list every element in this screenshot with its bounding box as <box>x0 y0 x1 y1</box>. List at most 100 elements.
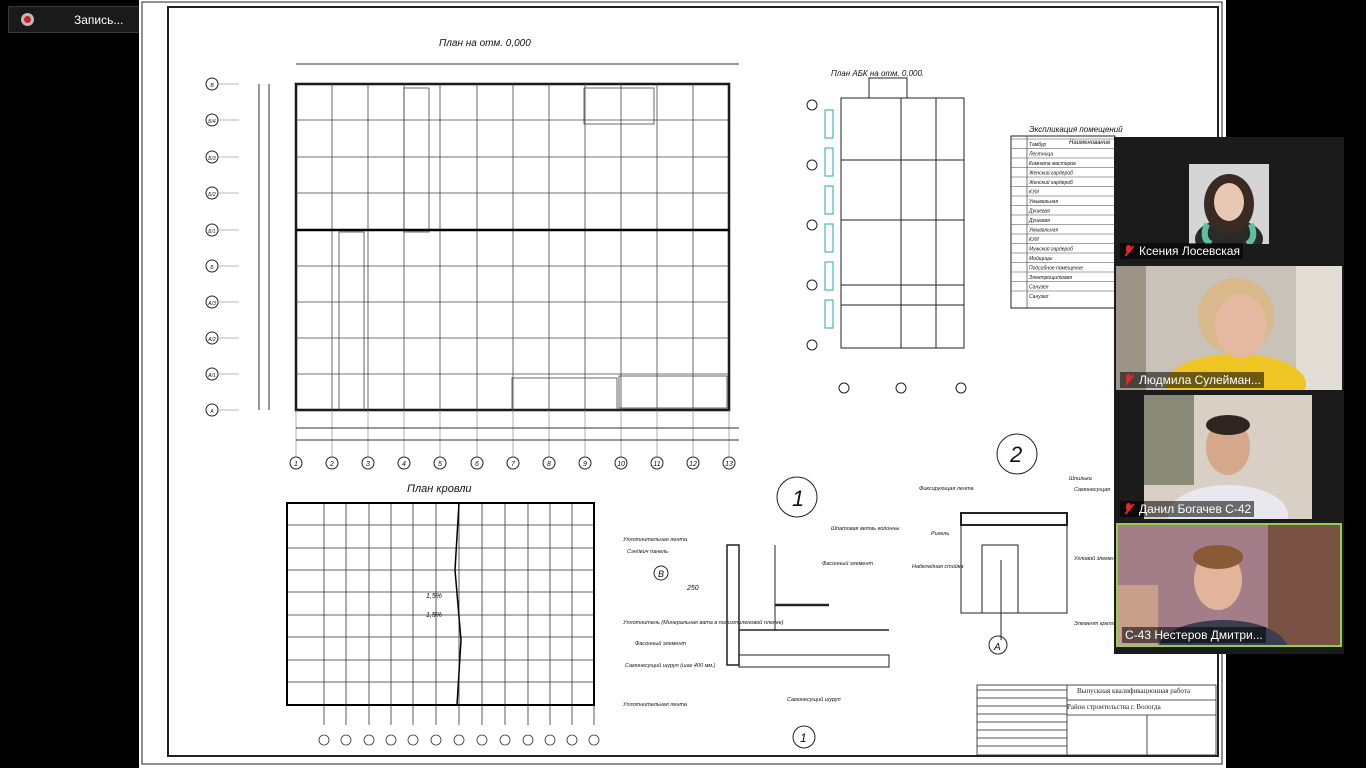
window <box>824 147 834 177</box>
stamp-subtitle: Район строительства г. Вологда <box>1067 703 1162 711</box>
avatar <box>1189 164 1269 259</box>
axis-bubble <box>806 339 818 351</box>
mic-muted-icon <box>1123 245 1134 257</box>
explication-room: Мужской гардероб <box>1029 246 1073 253</box>
room <box>618 375 728 409</box>
axis-number: 11 <box>653 461 660 468</box>
window <box>824 185 834 215</box>
mic-muted-icon <box>1123 503 1134 515</box>
axis-bubble <box>955 382 967 394</box>
detail2-label: Фиксирующая лента <box>919 486 974 492</box>
stair <box>403 87 430 233</box>
ridge <box>454 502 462 706</box>
callout-circle <box>996 433 1038 475</box>
axis-letter: Б/2 <box>208 192 216 198</box>
axis-bubble <box>806 159 818 171</box>
roof-outline <box>286 502 595 706</box>
explication-room: Тамбур <box>1029 142 1046 148</box>
callout-circle <box>988 635 1008 655</box>
roof-title: План кровли <box>407 483 472 495</box>
callout-circle <box>653 565 669 581</box>
detail1-label: Сэндвич панель <box>627 549 668 555</box>
explication-room: Электрощитовая <box>1029 275 1072 281</box>
axis-number: 13 <box>725 461 733 468</box>
axis-number: 8 <box>547 461 551 468</box>
participant-gallery: Ксения Лосевская Людмила Сулейман... <box>1114 137 1344 654</box>
explication-room: Санузел <box>1029 294 1049 300</box>
recording-label: Запись... <box>74 12 124 27</box>
window <box>824 299 834 329</box>
detail2-label: Надкладная стойка <box>912 563 963 570</box>
explication-room: Лестница <box>1028 152 1053 158</box>
axis-letter: В <box>210 83 214 89</box>
window <box>824 261 834 291</box>
axis-letter: Б/1 <box>208 229 216 235</box>
participant-tile-1[interactable]: Ксения Лосевская <box>1116 137 1342 261</box>
stair <box>338 231 365 411</box>
explication-room: КУИ <box>1029 190 1039 196</box>
explication-room: Душевая <box>1028 218 1050 224</box>
explication-room: Комната мастеров <box>1029 161 1076 167</box>
axis-number: 10 <box>617 461 625 468</box>
participant-tile-4[interactable]: С-43 Нестеров Дмитри... <box>1116 523 1342 647</box>
axis-letter: А/3 <box>207 301 216 307</box>
mic-muted-icon <box>1123 374 1134 386</box>
explication-room: Женский гардероб <box>1028 170 1073 177</box>
explication-header: Наименование <box>1069 140 1111 146</box>
axis-bubble <box>407 734 419 746</box>
record-icon <box>21 13 34 26</box>
participant-name: Данил Богачев С-42 <box>1139 502 1252 516</box>
participant-tile-2[interactable]: Людмила Сулейман... <box>1116 266 1342 390</box>
detail1-label: Уплотнительная лента <box>622 537 687 543</box>
axis-bubble <box>895 382 907 394</box>
callout-b: В <box>658 569 664 579</box>
axis-bubble <box>318 734 330 746</box>
axis-number: 2 <box>329 461 334 468</box>
participant-name: Ксения Лосевская <box>1139 244 1240 258</box>
callout-2: 2 <box>1009 442 1022 467</box>
explication-room: Душевая <box>1028 209 1050 215</box>
participant-video <box>1116 266 1342 390</box>
axis-number: 9 <box>583 461 587 468</box>
detail1-label: Уплотнитель (Минеральная вата в полиэтил… <box>622 619 784 626</box>
axis-bubble <box>566 734 578 746</box>
abk-outline <box>840 97 965 349</box>
axis-bubble <box>385 734 397 746</box>
window <box>824 109 834 139</box>
callout-1-bottom: 1 <box>800 731 807 745</box>
participant-name-bar: С-43 Нестеров Дмитри... <box>1122 627 1266 643</box>
participant-tile-3[interactable]: Данил Богачев С-42 <box>1116 395 1342 519</box>
participant-name-bar: Ксения Лосевская <box>1120 243 1243 259</box>
room <box>511 377 618 411</box>
window <box>824 223 834 253</box>
callout-a: А <box>993 642 1001 653</box>
axis-bubble <box>544 734 556 746</box>
axis-bubble <box>453 734 465 746</box>
detail2-label: Элемент крепления <box>1074 621 1127 627</box>
axis-number: 6 <box>475 461 479 468</box>
axis-bubble <box>838 382 850 394</box>
axis-letter: А <box>209 409 214 415</box>
detail1-label: Уплотнительная лента <box>622 702 687 708</box>
callout-circle <box>776 476 818 518</box>
detail1-label: Фасонный элемент <box>635 640 686 647</box>
explication-room: Санузел <box>1029 285 1049 291</box>
axis-number: 5 <box>438 461 442 468</box>
callout-circle <box>792 725 816 749</box>
floor-slab <box>738 654 890 668</box>
explication-room: Подсобное помещение <box>1029 266 1083 272</box>
detail2-label: Самонесущая <box>1074 487 1110 493</box>
axis-number: 7 <box>511 461 516 468</box>
detail1-label: Самонесущий шуруп <box>787 696 841 703</box>
slope-1: 1,5% <box>426 593 442 600</box>
detail1-label: Шпатовая ветвь колонны <box>831 526 899 532</box>
axis-bubble <box>806 99 818 111</box>
explication-room: Мойщицы <box>1029 255 1053 262</box>
explication-room: Женский гардероб <box>1028 179 1073 186</box>
participant-name: С-43 Нестеров Дмитри... <box>1125 628 1263 642</box>
axis-letter: А/2 <box>207 337 216 343</box>
axis-bubble <box>806 279 818 291</box>
detail2-frame <box>960 512 1068 614</box>
